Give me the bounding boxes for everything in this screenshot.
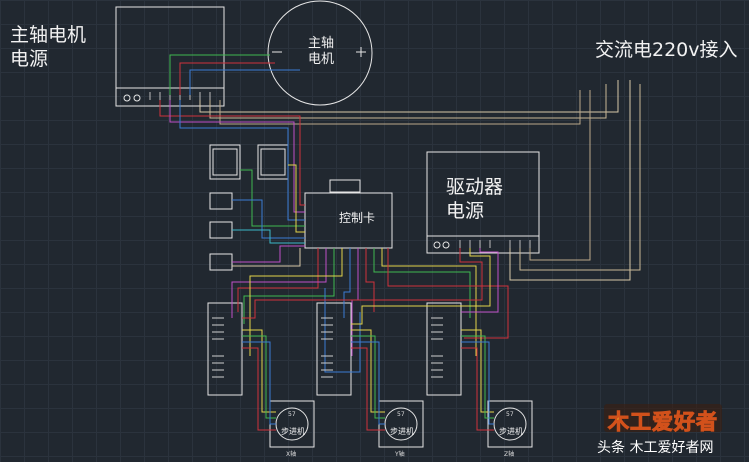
relay-module-1 <box>209 144 241 180</box>
stepper-driver-x <box>207 302 243 396</box>
stepper-x-size: 57 <box>288 411 296 418</box>
watermark-logo: 木工爱好者 <box>608 410 718 435</box>
axis-z-label: Z轴 <box>504 451 515 458</box>
limit-switch-3 <box>209 253 233 271</box>
spindle-power-label: 主轴电机 电源 <box>10 24 87 70</box>
control-card-label: 控制卡 <box>339 211 376 225</box>
stepper-z-size: 57 <box>506 411 514 418</box>
stepper-x-label: 步进机 <box>281 427 305 436</box>
driver-power-label: 驱动器 电源 <box>446 176 504 222</box>
stepper-y-label: 步进机 <box>390 427 414 436</box>
spindle-motor-label: 主轴 电机 <box>308 36 335 68</box>
stepper-driver-z <box>426 302 462 396</box>
stepper-z-label: 步进机 <box>499 427 523 436</box>
axis-x-label: X轴 <box>286 451 297 458</box>
stepper-motor-z-box <box>487 400 533 448</box>
watermark-caption: 头条 木工爱好者网 <box>597 440 714 456</box>
ac-input-label: 交流电220v接入 <box>595 39 738 61</box>
stepper-y-size: 57 <box>397 411 405 418</box>
driver-power-terminal-strip <box>426 235 540 254</box>
watermark-logo-badge <box>604 404 722 432</box>
stepper-driver-y <box>316 302 352 396</box>
control-card-header <box>329 179 361 193</box>
spindle-motor-circle <box>267 0 373 106</box>
axis-y-label: Y轴 <box>395 451 405 458</box>
relay-module-2 <box>257 144 289 180</box>
limit-switch-1 <box>209 192 233 210</box>
limit-switch-2 <box>209 221 233 239</box>
